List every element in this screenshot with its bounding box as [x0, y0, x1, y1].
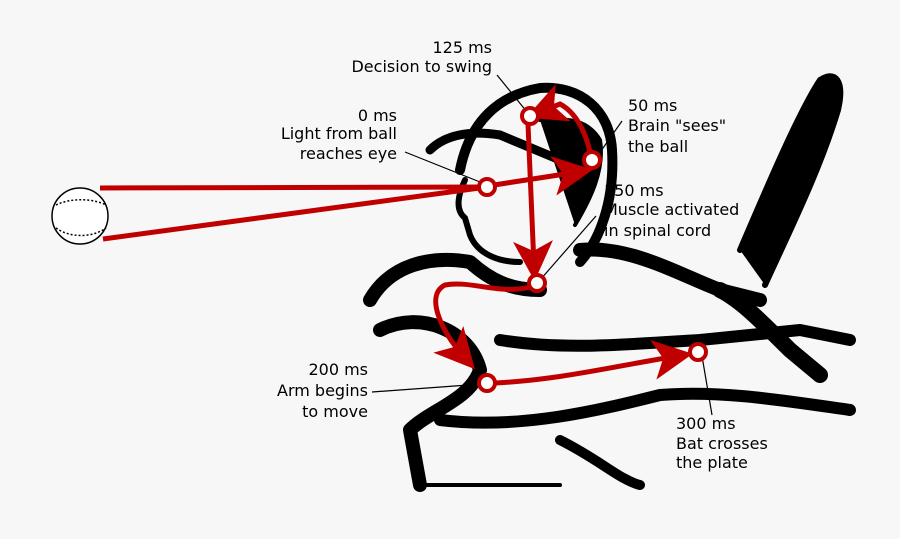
eye-time: 0 ms: [358, 106, 397, 125]
eye-to-brain-arrow: [493, 156, 593, 196]
baseball-icon: [51, 187, 109, 245]
bat-desc-2: the plate: [676, 453, 748, 472]
spinal-time: 150 ms: [604, 181, 664, 200]
decision-time: 125 ms: [432, 38, 492, 57]
spinal-node: [527, 273, 547, 293]
arm-desc-2: to move: [302, 402, 368, 421]
decision-desc: Decision to swing: [351, 57, 492, 76]
light-ray-top: [99, 184, 488, 191]
bat-desc-1: Bat crosses: [676, 434, 768, 453]
brain-to-decision-arrow: [526, 84, 593, 153]
spinal-desc-1: Muscle activated: [604, 200, 739, 219]
bat-time: 300 ms: [676, 414, 736, 433]
spinal-to-arm-arrow: [433, 281, 531, 370]
leader-lines: [371, 74, 713, 416]
signal-path: [99, 84, 693, 386]
brain-node: [582, 150, 602, 170]
brain-time: 50 ms: [628, 96, 677, 115]
eye-desc-1: Light from ball: [281, 124, 397, 143]
arm-to-bat-arrow: [494, 340, 693, 386]
decision-node: [520, 106, 540, 126]
arm-time: 200 ms: [308, 360, 368, 379]
spinal-desc-2: in spinal cord: [604, 221, 711, 240]
eye-node: [477, 177, 497, 197]
brain-desc-1: Brain "sees": [628, 116, 726, 135]
arm-desc-1: Arm begins: [277, 381, 368, 400]
bat-node: [688, 342, 708, 362]
batter-silhouette: [363, 73, 856, 492]
brain-desc-2: the ball: [628, 137, 688, 156]
decision-to-spinal-arrow: [512, 123, 553, 281]
light-ray-bottom: [102, 184, 488, 242]
eye-desc-2: reaches eye: [300, 144, 397, 163]
arm-node: [477, 373, 497, 393]
